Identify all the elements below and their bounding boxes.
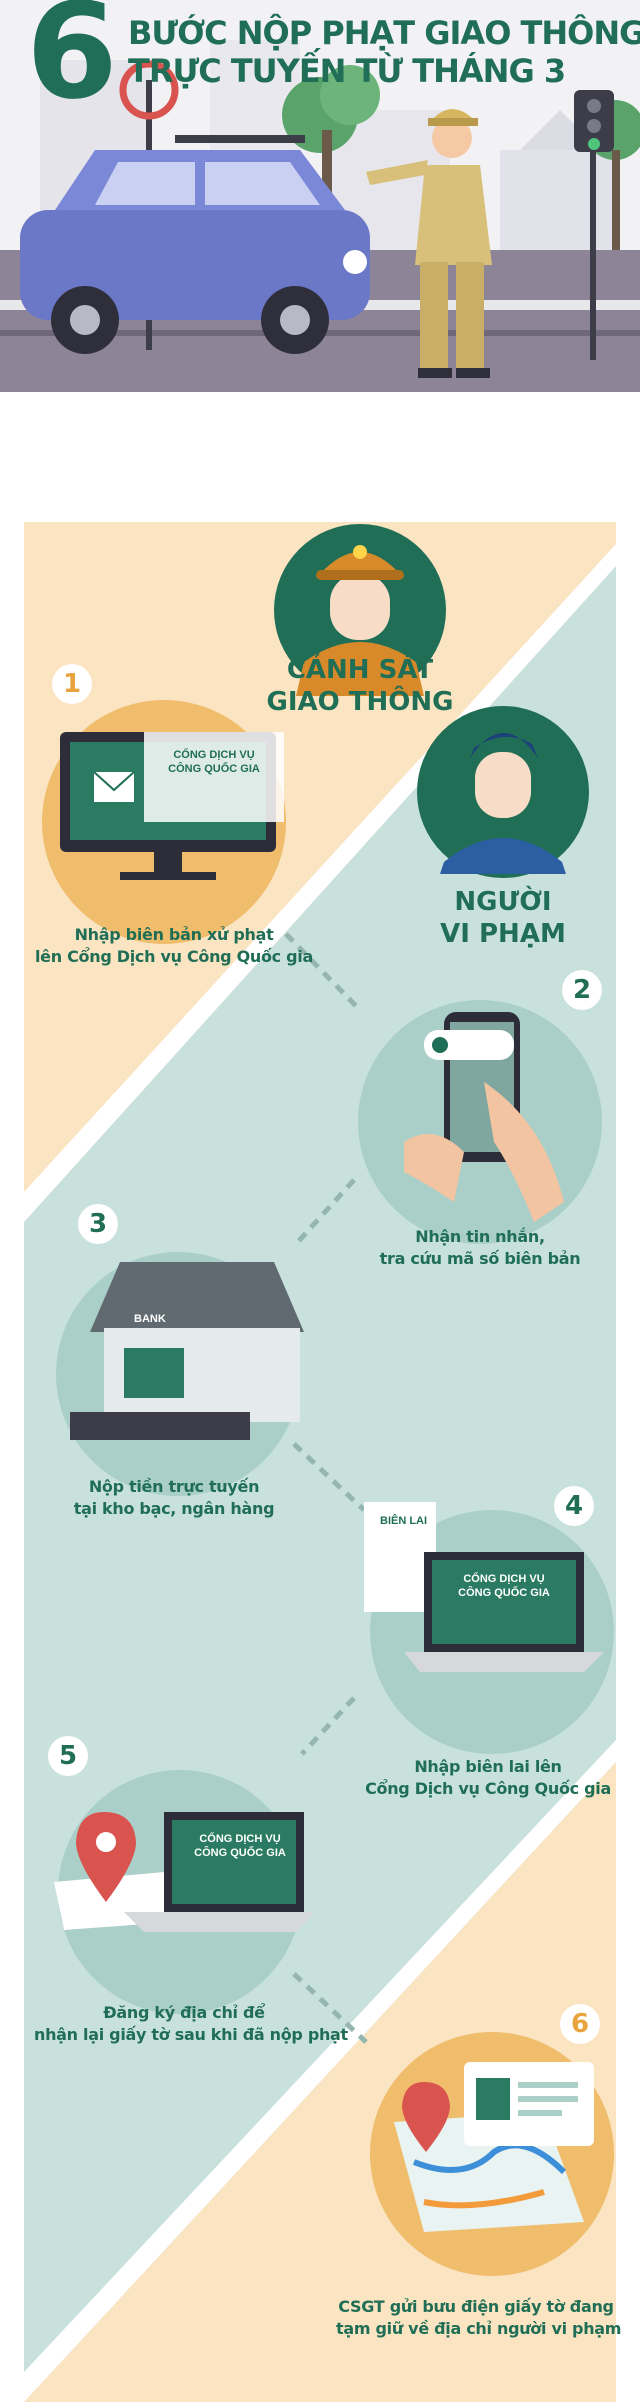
street-scene-illustration xyxy=(0,0,640,392)
step5-portal-text-1: CỔNG DỊCH VỤ xyxy=(199,1832,280,1845)
step-6-caption: CSGT gửi bưu điện giấy tờ đang tạm giữ v… xyxy=(336,2296,622,2340)
step-5-caption: Đăng ký địa chỉ để nhận lại giấy tờ sau … xyxy=(34,2002,348,2046)
step1-portal-text-1: CỔNG DỊCH VỤ xyxy=(173,748,254,761)
step-1-caption-line-2: lên Cổng Dịch vụ Công Quốc gia xyxy=(35,947,313,966)
step-3-caption-line-1: Nộp tiền trực tuyến xyxy=(88,1477,260,1496)
step-4-caption-line-2: Cổng Dịch vụ Công Quốc gia xyxy=(365,1779,611,1798)
step-5-caption-line-2: nhận lại giấy tờ sau khi đã nộp phạt xyxy=(34,2025,348,2044)
step-6-caption-line-1: CSGT gửi bưu điện giấy tờ đang xyxy=(338,2297,614,2316)
step-4-caption: Nhập biên lai lên Cổng Dịch vụ Công Quốc… xyxy=(358,1756,618,1800)
step-5-caption-line-1: Đăng ký địa chỉ để xyxy=(103,2003,265,2022)
step-number-4: 4 xyxy=(554,1486,594,1526)
step-number-5: 5 xyxy=(48,1736,88,1776)
role-violator: NGƯỜI VI PHẠM xyxy=(403,886,603,950)
role-police: CẢNH SÁT GIAO THÔNG xyxy=(260,654,460,718)
step-number-2: 2 xyxy=(562,970,602,1010)
step4-portal-text-1: CỔNG DỊCH VỤ xyxy=(463,1572,544,1585)
bank-label: BANK xyxy=(134,1313,166,1325)
step-3-caption: Nộp tiền trực tuyến tại kho bạc, ngân hà… xyxy=(44,1476,304,1520)
step1-portal-text-2: CÔNG QUỐC GIA xyxy=(168,761,260,775)
role-police-line-2: GIAO THÔNG xyxy=(266,687,454,717)
step-2-caption-line-1: Nhận tin nhắn, xyxy=(415,1227,545,1246)
receipt-label: BIÊN LAI xyxy=(380,1514,427,1527)
role-violator-line-2: VI PHẠM xyxy=(440,919,566,949)
role-police-line-1: CẢNH SÁT xyxy=(286,655,434,685)
step-6-caption-line-2: tạm giữ về địa chỉ người vi phạm xyxy=(336,2319,622,2338)
step-number-1: 1 xyxy=(52,664,92,704)
infographic-background: CỔNG DỊCH VỤ CÔNG QUỐC GIA BANK BIÊN LAI… xyxy=(24,522,616,2402)
step-2-caption: Nhận tin nhắn, tra cứu mã số biên bản xyxy=(350,1226,610,1270)
step-4-caption-line-1: Nhập biên lai lên xyxy=(414,1757,562,1776)
role-violator-line-1: NGƯỜI xyxy=(454,887,552,917)
step-1-caption-line-1: Nhập biên bản xử phạt xyxy=(74,925,274,944)
step-number-3: 3 xyxy=(78,1204,118,1244)
page-title-line-1: BƯỚC NỘP PHẠT GIAO THÔNG xyxy=(128,14,640,52)
steps-infographic: CỔNG DỊCH VỤ CÔNG QUỐC GIA BANK BIÊN LAI… xyxy=(24,522,622,2402)
step5-portal-text-2: CÔNG QUỐC GIA xyxy=(194,1845,286,1859)
step-count-number: 6 xyxy=(26,0,118,129)
step-1-caption: Nhập biên bản xử phạt lên Cổng Dịch vụ C… xyxy=(34,924,314,968)
step-number-6: 6 xyxy=(560,2004,600,2044)
step-3-caption-line-2: tại kho bạc, ngân hàng xyxy=(73,1499,275,1518)
step-2-caption-line-2: tra cứu mã số biên bản xyxy=(379,1249,581,1268)
page-title-line-2: TRỰC TUYẾN TỪ THÁNG 3 xyxy=(128,52,566,90)
header-banner: 6 BƯỚC NỘP PHẠT GIAO THÔNG TRỰC TUYẾN TỪ… xyxy=(0,0,640,392)
step4-portal-text-2: CÔNG QUỐC GIA xyxy=(458,1585,550,1599)
